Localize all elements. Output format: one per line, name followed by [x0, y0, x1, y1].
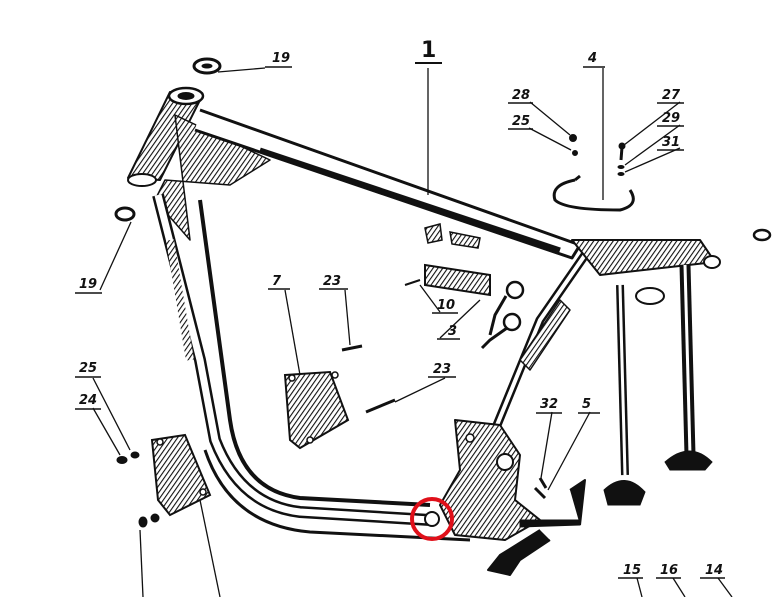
footrest-bar — [519, 519, 581, 528]
center-stand — [603, 264, 713, 506]
callout-labels: 1 4 19 19 28 25 27 29 31 7 23 23 10 3 25… — [75, 38, 725, 579]
head-gusset — [154, 114, 271, 241]
lock-cylinder-3 — [424, 263, 491, 297]
callout-7: 7 — [272, 274, 282, 289]
callout-31: 31 — [662, 135, 680, 150]
callout-4: 4 — [587, 51, 597, 66]
highlight-circle — [410, 497, 454, 541]
loose-parts — [114, 57, 772, 528]
callout-3: 3 — [448, 324, 457, 339]
callout-27: 27 — [662, 88, 681, 103]
bracket-left — [150, 433, 212, 517]
top-tube — [194, 108, 582, 260]
engine-mount-plate — [439, 419, 541, 541]
callout-28: 28 — [512, 88, 530, 103]
callout-19-left: 19 — [79, 277, 97, 292]
motorcycle-frame — [127, 86, 721, 576]
callout-14: 14 — [705, 563, 723, 578]
callout-10: 10 — [437, 298, 455, 313]
bottom-rail — [203, 449, 471, 542]
callout-25-left: 25 — [79, 361, 97, 376]
callout-19-top: 19 — [272, 51, 290, 66]
callout-23-upper: 23 — [323, 274, 341, 289]
callout-5: 5 — [582, 397, 591, 412]
callout-32: 32 — [540, 397, 558, 412]
callout-1: 1 — [421, 38, 436, 63]
washer-19-left — [114, 206, 136, 222]
callout-29: 29 — [662, 111, 680, 126]
callout-24: 24 — [79, 393, 97, 408]
callout-15: 15 — [623, 563, 641, 578]
inner-loop — [198, 199, 431, 507]
leader-lines — [92, 67, 733, 598]
bracket-7 — [283, 370, 350, 450]
callout-25-top: 25 — [512, 114, 530, 129]
rear-bracket — [571, 239, 716, 276]
handle-part-4 — [552, 178, 635, 212]
callout-16: 16 — [660, 563, 678, 578]
callout-23-lower: 23 — [433, 362, 451, 377]
